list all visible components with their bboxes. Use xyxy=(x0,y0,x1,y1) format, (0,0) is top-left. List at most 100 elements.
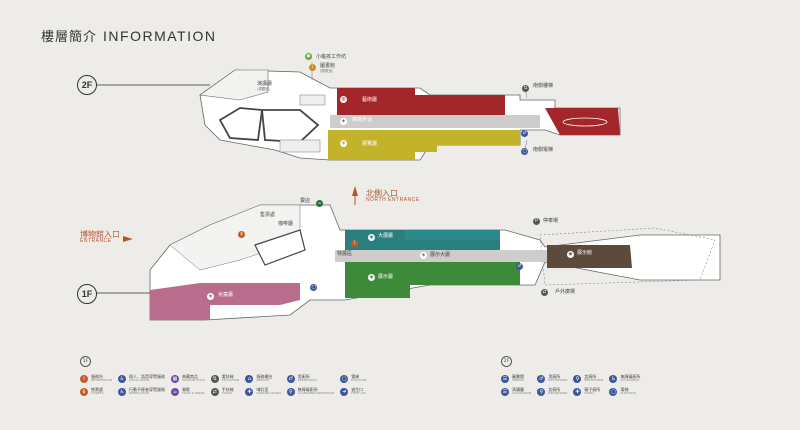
legend-item-label: 親子廁所 xyxy=(584,386,601,392)
legend-item-sub: SERVICE xyxy=(256,378,270,383)
room-library[interactable]: 圖書館(閱覽室) xyxy=(320,63,336,73)
legend-item-sub: NURSING ROOM xyxy=(256,391,281,396)
legend-item-icon: ▢ xyxy=(609,387,618,396)
room-cafe[interactable]: 咖啡廳 xyxy=(278,221,294,227)
outdoor-icon: ⇄ xyxy=(541,289,548,296)
north-entrance-en: NORTH ENTRANCE xyxy=(366,197,420,203)
stair-icon: ⇅ xyxy=(522,85,529,92)
title-en: INFORMATION xyxy=(103,28,217,44)
room-pink-hall[interactable]: 兒童廳 xyxy=(218,292,234,298)
legend-item-icon: ♀ xyxy=(286,387,295,396)
restroom-1f-icon: ♂ xyxy=(516,263,523,270)
legend-item-icon: ♿ xyxy=(609,374,618,383)
legend-item-sub: TICKETS xyxy=(91,391,104,396)
legend-item-sub: LIBRARY xyxy=(512,378,525,383)
legend-item-icon: ♿ xyxy=(118,374,127,383)
room-great-hall[interactable]: 展示大廳 xyxy=(430,252,451,258)
legend-item-label: 電梯 xyxy=(620,386,629,392)
kids-workshop-icon: ● xyxy=(305,53,312,60)
gallery-a-icon: ▥ xyxy=(340,96,347,103)
legend-item-sub: AUDIO GUIDE xyxy=(129,378,150,383)
legend-item-sub: STAIRS xyxy=(221,391,233,396)
info-marker-icon: i xyxy=(351,240,358,247)
legend-item-label: 男廁所 xyxy=(548,373,561,379)
legend-item-label: 女廁所 xyxy=(584,373,597,379)
legend-item-label: 演講廳 xyxy=(512,386,524,392)
room-gallery-b[interactable]: 展覽廳 xyxy=(362,141,378,147)
elevator-2f-icon: ▢ xyxy=(521,148,528,155)
parking-icon: P xyxy=(533,218,540,225)
brown-hall-icon: ◉ xyxy=(567,251,574,258)
main-entrance-en: ENTRANCE xyxy=(80,238,112,244)
main-entrance-zh: 博物館入口 xyxy=(80,230,120,239)
room-lecture[interactable]: 演講廳(視聽室) xyxy=(257,81,273,91)
room-east-stair[interactable]: 南側樓梯 xyxy=(533,83,554,89)
legend-item-label: 電扶梯 xyxy=(221,373,234,379)
room-parking[interactable]: 停車場 xyxy=(543,218,559,224)
room-ticket[interactable]: 售票處 xyxy=(260,212,276,218)
legend-item-label: 服務櫃台 xyxy=(256,373,273,379)
legend-item-icon: $ xyxy=(80,387,88,396)
north-entrance-label: 北側入口 NORTH ENTRANCE xyxy=(366,190,420,203)
legend-item-label: 行動不便者導覽服務 xyxy=(129,386,166,392)
room-corridor[interactable]: 廣場步道 xyxy=(352,117,373,123)
legend-item-icon: ☰ xyxy=(501,374,509,383)
room-green-hall[interactable]: 展示廳 xyxy=(378,274,394,280)
room-elevator-2f[interactable]: 南側電梯 xyxy=(533,147,554,153)
legend-item-sub: RESTROOMS xyxy=(584,378,604,383)
legend-item-icon: ☰ xyxy=(501,387,509,396)
special-hall-icon: ◉ xyxy=(368,234,375,241)
restroom-2f-icon: ♂ xyxy=(521,130,528,137)
room-kids-workshop[interactable]: 小龜孩工作坊 xyxy=(316,54,347,60)
legend-item-icon: ♂ xyxy=(286,374,295,383)
legend-item-icon: ⇄ xyxy=(210,387,219,396)
room-outdoor[interactable]: 戶外廣場 xyxy=(555,289,576,295)
legend-item-icon: ☕ xyxy=(171,387,180,396)
pink-hall-icon: ◉ xyxy=(207,293,214,300)
floor-2f-badge[interactable]: 2F xyxy=(77,75,97,95)
legend-item-sub: RESTROOMS xyxy=(548,378,568,383)
legend-item-icon: ♀ xyxy=(573,374,582,383)
room-shop[interactable]: 賣店 xyxy=(300,198,311,204)
legend-2f-badge: 2F xyxy=(501,356,512,367)
legend-item-label: 圖書館 xyxy=(512,373,524,379)
legend-item-label: 無障礙廁所 xyxy=(297,386,318,392)
great-hall-icon: ◈ xyxy=(420,252,427,259)
green-hall-icon: ◉ xyxy=(368,274,375,281)
room-special[interactable]: 大展廳 xyxy=(378,233,394,239)
legend-item-label: 服務台 xyxy=(91,373,103,379)
legend-item-icon: i xyxy=(80,374,88,383)
legend-item-sub: RESTROOMS xyxy=(297,378,317,383)
entrance-arrow-icon xyxy=(123,236,133,242)
legend-item-sub: MUSEUM SHOP xyxy=(182,378,205,383)
legend-item-sub: FOOD & DRINK xyxy=(182,391,205,396)
legend-item-sub: WHEELCHAIR xyxy=(129,391,150,396)
legend-item-icon: ⇅ xyxy=(210,374,219,383)
legend-item-sub: ACCESSIBLE xyxy=(620,378,639,383)
room-gallery-a[interactable]: 藝術廳 xyxy=(362,97,378,103)
legend-item-icon: ♿ xyxy=(118,387,127,396)
room-brown-hall[interactable]: 展示館 xyxy=(577,250,593,256)
room-hall[interactable]: 特展區 xyxy=(337,251,353,257)
legend-item-sub: RESTROOMS xyxy=(548,391,568,396)
elevator-1f-icon: ▢ xyxy=(310,284,317,291)
legend-item-label: 女廁所 xyxy=(548,386,561,392)
floor-1f-badge[interactable]: 1F xyxy=(77,284,97,304)
